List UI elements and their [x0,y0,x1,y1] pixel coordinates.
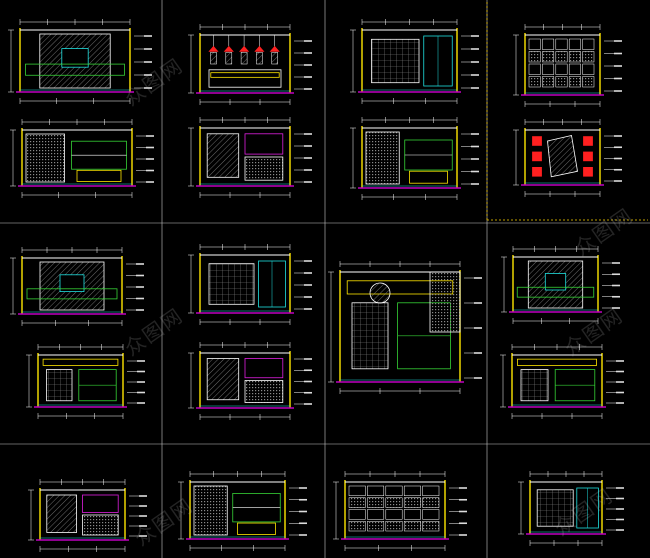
round-mirror [369,282,391,304]
elevation-r1c4-1 [513,24,622,107]
panel-r2c3 [328,261,482,394]
elevation-r2c2-1 [188,244,312,325]
elevation-r3c2-1 [178,471,307,551]
elevation-r2c3-1 [328,261,482,394]
panel-r1c4 [513,24,622,197]
panel-r3c3 [333,471,467,551]
elevation-r1c3-1 [350,19,479,104]
elevation-r2c4-2 [500,344,624,419]
panel-r1c3 [350,19,479,200]
elevation-r1c1-2 [10,119,154,198]
panel-r2c4 [500,246,624,419]
panel-r1c2 [188,24,312,198]
elevation-r1c2-2 [188,117,312,198]
elevation-r1c4-2 [513,119,622,197]
elevation-r3c3-1 [333,471,467,551]
elevation-r2c1-2 [26,344,145,419]
panel-r3c4 [518,471,624,546]
elevation-r2c1-1 [10,247,144,326]
elevation-r1c1-1 [8,19,152,104]
panel-r3c1 [28,479,147,552]
elevation-r2c2-2 [188,342,312,420]
panel-r2c1 [10,247,145,419]
panel-r1c1 [8,19,154,198]
panel-r3c2 [178,471,307,551]
elevation-r1c2-1 [188,24,312,105]
elevation-r3c4-1 [518,471,624,546]
elevation-r1c3-2 [350,117,479,200]
elevation-r3c1-1 [28,479,147,552]
elevation-r2c4-1 [501,246,620,324]
panel-r2c2 [188,244,312,420]
